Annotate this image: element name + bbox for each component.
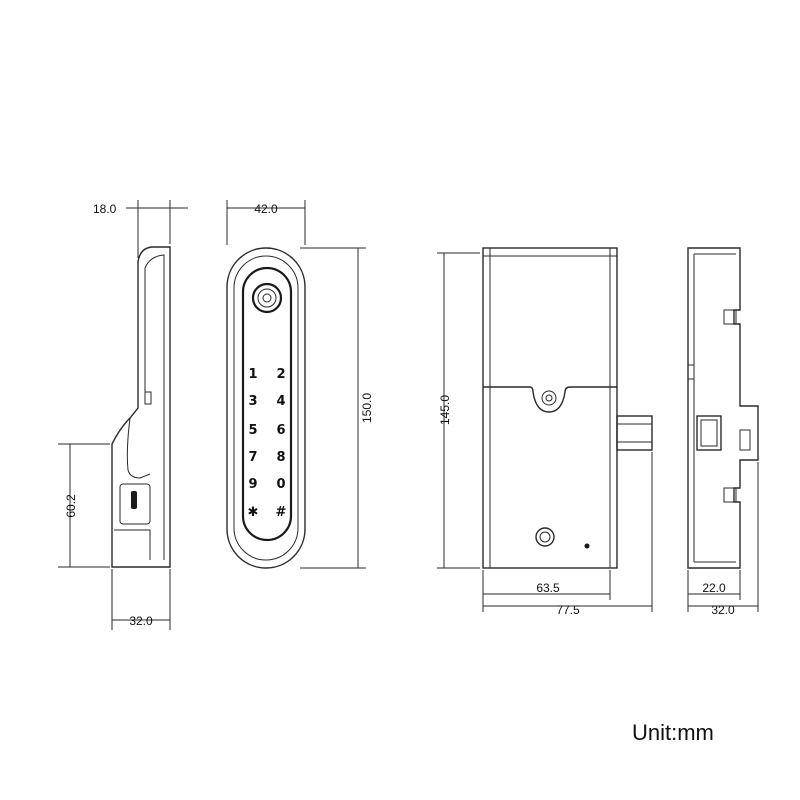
dim-side-bottom-width: 32.0	[129, 614, 153, 628]
keypad-key-12[interactable]: #	[276, 505, 287, 520]
dim-front-height: 150.0	[360, 393, 374, 423]
dim-back-outer-width: 77.5	[556, 603, 580, 617]
unit-label: Unit:mm	[632, 720, 714, 745]
fingerprint-sensor-icon[interactable]	[251, 282, 283, 314]
dim-back-height: 145.0	[438, 395, 452, 425]
dim-right-outer-width: 32.0	[711, 603, 735, 617]
keypad-key-4[interactable]: 4	[276, 394, 285, 409]
keypad: 1 2 3 4 5 6 7 8 9 0 ✱ #	[248, 367, 287, 520]
keypad-key-5[interactable]: 5	[248, 423, 257, 438]
back-view: 145.0 63.5 77.5	[437, 247, 653, 617]
keypad-key-7[interactable]: 7	[248, 450, 257, 465]
dim-side-top-width: 18.0	[93, 202, 117, 216]
keypad-key-11[interactable]: ✱	[248, 505, 259, 520]
side-view: 18.0 60.2 32.0	[58, 200, 188, 630]
keypad-key-1[interactable]: 1	[248, 367, 257, 382]
right-side-view: 22.0 32.0	[687, 247, 759, 617]
keypad-key-2[interactable]: 2	[276, 367, 285, 382]
keypad-key-6[interactable]: 6	[276, 423, 285, 438]
dim-right-inner-width: 22.0	[702, 581, 726, 595]
dim-back-inner-width: 63.5	[536, 581, 560, 595]
keypad-key-8[interactable]: 8	[276, 450, 285, 465]
keypad-key-9[interactable]: 9	[248, 477, 257, 492]
dim-side-lower-height: 60.2	[64, 494, 78, 518]
keypad-key-3[interactable]: 3	[248, 394, 257, 409]
keypad-key-10[interactable]: 0	[276, 477, 285, 492]
front-view: 1 2 3 4 5 6 7 8 9 0 ✱ # 42.0 150.0	[226, 200, 374, 569]
dim-front-width: 42.0	[254, 202, 278, 216]
